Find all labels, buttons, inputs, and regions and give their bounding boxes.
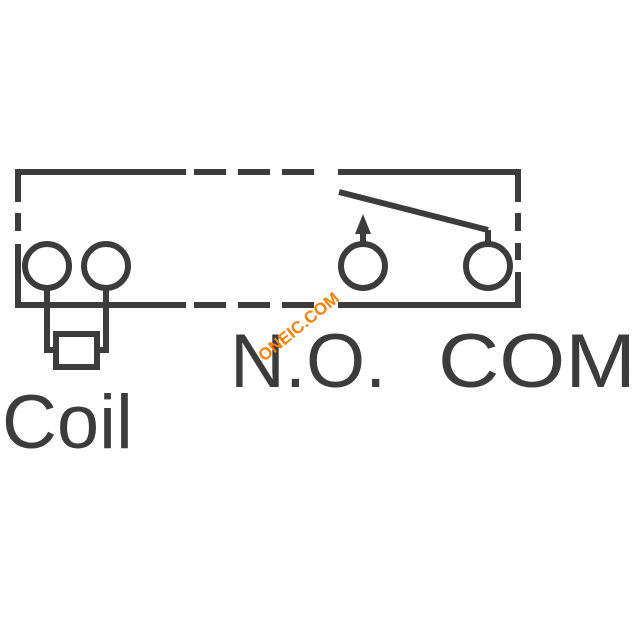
coil-section [22, 241, 131, 370]
no-arrow-head [355, 214, 371, 234]
coil-label: Coil [2, 380, 133, 465]
coil-symbol [53, 331, 100, 370]
switch-arm [338, 189, 489, 233]
coil-terminal-right [81, 241, 131, 291]
contact-section [338, 189, 513, 291]
coil-terminal-left [22, 241, 72, 291]
com-terminal [463, 241, 513, 291]
no-label: N.O. [230, 319, 386, 404]
relay-housing [15, 169, 521, 308]
com-label: COM [438, 319, 636, 404]
no-terminal [338, 241, 388, 291]
